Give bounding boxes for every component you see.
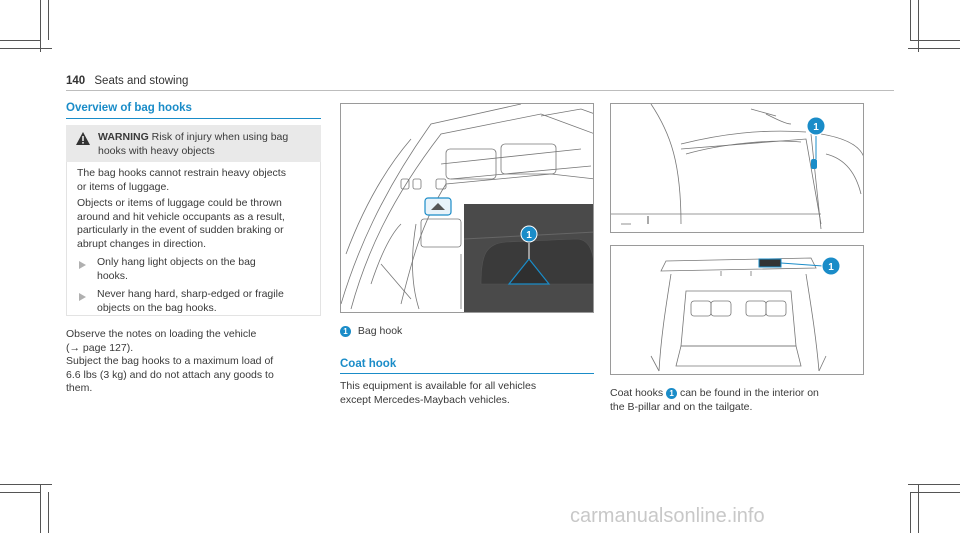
- text-line: This equipment is available for all vehi…: [340, 380, 537, 392]
- callout-number: 1: [828, 262, 834, 273]
- figure-legend: 1 Bag hook: [340, 325, 402, 337]
- crop-mark: [910, 0, 911, 40]
- coat-hook-caption: Coat hooks 1 can be found in the interio…: [610, 387, 819, 414]
- text-line: objects on the bag hooks.: [97, 301, 217, 314]
- warning-body: [66, 162, 321, 316]
- crop-mark: [910, 492, 960, 493]
- text-line: Never hang hard, sharp-edged or fragile: [97, 288, 284, 300]
- coat-hook-paragraph: This equipment is available for all vehi…: [340, 380, 536, 407]
- text-fragment: Coat hooks: [610, 387, 667, 399]
- crop-mark: [0, 492, 40, 493]
- crop-mark: [908, 48, 960, 49]
- b-pillar-coat-hook-illustration: 1: [610, 103, 864, 233]
- text-line: Only hang light objects on the bag: [97, 256, 256, 268]
- section-title-coat-hook: Coat hook: [340, 358, 397, 370]
- header-rule: [66, 90, 894, 91]
- warning-paragraph: The bag hooks cannot restrain heavy obje…: [77, 167, 286, 194]
- callout-badge: [520, 225, 538, 243]
- text-line: around and hit vehicle occupants as a re…: [77, 210, 285, 223]
- text-line: Observe the notes on loading the vehicle: [66, 328, 257, 340]
- crop-mark: [918, 0, 919, 52]
- callout-badge: [821, 256, 841, 276]
- text-line: particularly in the event of sudden brak…: [77, 224, 284, 236]
- crop-mark: [908, 484, 960, 485]
- bullet-item: Never hang hard, sharp-edged or fragile …: [97, 288, 284, 315]
- text-line: hooks.: [97, 269, 128, 282]
- text-line: the B-pillar and on the tailgate.: [610, 400, 753, 413]
- bullet-item: Only hang light objects on the bag hooks…: [97, 256, 256, 283]
- page-number: 140: [66, 75, 86, 87]
- legend-label: Bag hook: [357, 325, 403, 337]
- text-line: Subject the bag hooks to a maximum load …: [66, 355, 274, 367]
- warning-paragraph: Objects or items of luggage could be thr…: [77, 197, 285, 251]
- crop-mark: [910, 492, 911, 533]
- bag-hook-illustration: 1: [340, 103, 594, 313]
- tailgate-drawing: 1: [650, 256, 841, 372]
- bullet-arrow-icon: [79, 293, 86, 301]
- warning-icon: [76, 132, 90, 145]
- text-line: or items of luggage.: [77, 180, 170, 193]
- text-line: The bag hooks cannot restrain heavy obje…: [77, 167, 286, 179]
- crop-mark: [40, 484, 41, 533]
- crop-mark: [40, 0, 41, 52]
- crop-mark: [918, 484, 919, 533]
- section-rule: [66, 118, 321, 119]
- hook-marker: [758, 258, 782, 268]
- section-name: Seats and stowing: [94, 75, 189, 87]
- warning-box: WARNING Risk of injury when using bag ho…: [66, 125, 321, 162]
- trunk-interior-drawing: 1: [341, 104, 593, 312]
- callout-badge: 1: [666, 387, 678, 399]
- section-title-overview: Overview of bag hooks: [66, 102, 192, 114]
- crop-mark: [0, 48, 52, 49]
- text-line: except Mercedes-Maybach vehicles.: [340, 393, 510, 406]
- text-line: 6.6 lbs (3 kg) and do not attach any goo…: [66, 368, 274, 381]
- note-paragraph: Observe the notes on loading the vehicle…: [66, 328, 274, 396]
- hook-marker: [811, 159, 817, 169]
- callout-badge: 1: [340, 325, 351, 337]
- crop-mark: [0, 484, 52, 485]
- tailgate-coat-hook-illustration: 1: [610, 245, 864, 375]
- crop-mark: [48, 492, 49, 533]
- text-line: abrupt changes in direction.: [77, 237, 206, 250]
- text-line: Objects or items of luggage could be thr…: [77, 197, 282, 209]
- warning-text: WARNING Risk of injury when using bag ho…: [98, 130, 318, 158]
- bullet-arrow-icon: [79, 261, 86, 269]
- crop-mark: [0, 40, 40, 41]
- crop-mark: [910, 40, 960, 41]
- crop-mark: [48, 0, 49, 40]
- callout-number: 1: [526, 230, 532, 241]
- text-line: them.: [66, 382, 93, 394]
- callout-number: 1: [813, 122, 819, 133]
- page-link[interactable]: (→ page 127).: [66, 341, 134, 354]
- text-fragment: can be found in the interior on: [677, 387, 819, 399]
- watermark: carmanualsonline.info: [570, 505, 765, 527]
- b-pillar-drawing: 1: [611, 104, 863, 230]
- page-header: 140 Seats and stowing: [66, 75, 188, 87]
- warning-line: hooks with heavy objects: [98, 145, 215, 157]
- warning-line: Risk of injury when using bag: [148, 131, 289, 143]
- warning-label: WARNING: [98, 131, 149, 143]
- callout-badge: [806, 116, 826, 136]
- section-rule: [340, 373, 594, 374]
